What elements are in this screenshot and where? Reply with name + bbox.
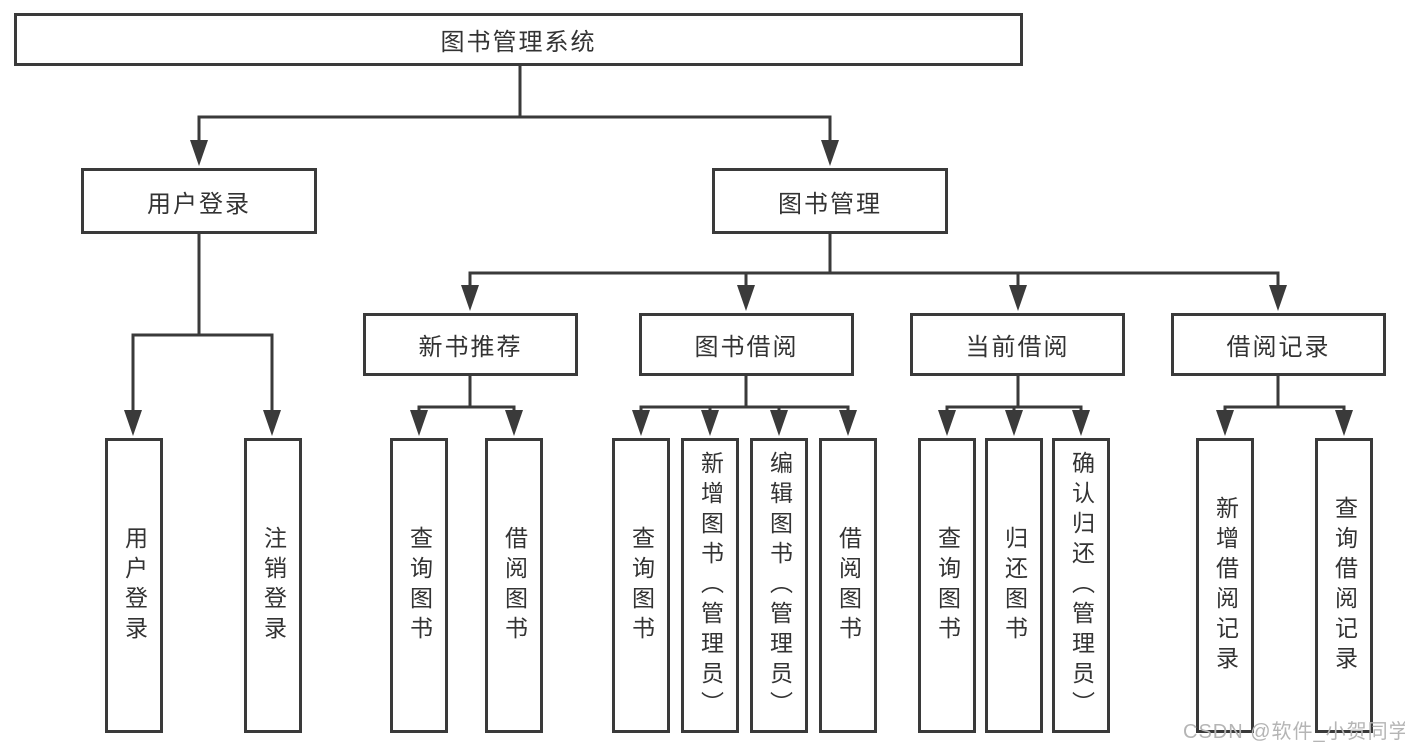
leaf-borrow-edit-book: 编辑图书（管理员） bbox=[750, 438, 808, 733]
connector-records-to-leaves bbox=[1216, 374, 1353, 436]
leaf-borrow-add-book-label: 新增图书（管理员） bbox=[697, 450, 724, 721]
leaf-recommend-borrow-book-label: 借阅图书 bbox=[501, 525, 528, 646]
node-book-management: 图书管理 bbox=[712, 168, 948, 234]
leaf-user-login-label: 用户登录 bbox=[121, 525, 148, 646]
node-user-login-label: 用户登录 bbox=[147, 190, 251, 218]
connector-current-to-leaves bbox=[938, 374, 1090, 436]
leaf-recommend-query-book: 查询图书 bbox=[390, 438, 448, 733]
node-user-login: 用户登录 bbox=[81, 168, 317, 234]
leaf-logout-label: 注销登录 bbox=[260, 525, 287, 646]
node-current-borrow-label: 当前借阅 bbox=[965, 334, 1070, 361]
leaf-borrow-add-book: 新增图书（管理员） bbox=[681, 438, 739, 733]
node-root: 图书管理系统 bbox=[14, 13, 1023, 66]
connector-borrow-to-leaves bbox=[632, 374, 857, 436]
leaf-recommend-query-book-label: 查询图书 bbox=[406, 525, 433, 646]
leaf-current-return-book-label: 归还图书 bbox=[1001, 525, 1028, 646]
connector-user-login-to-leaves bbox=[124, 232, 281, 436]
leaf-borrow-edit-book-label: 编辑图书（管理员） bbox=[766, 450, 793, 721]
node-book-management-label: 图书管理 bbox=[778, 190, 882, 218]
node-current-borrow: 当前借阅 bbox=[910, 313, 1125, 376]
node-borrow-records: 借阅记录 bbox=[1171, 313, 1386, 376]
leaf-user-login: 用户登录 bbox=[105, 438, 163, 733]
node-borrow-records-label: 借阅记录 bbox=[1226, 334, 1331, 361]
node-new-book-recommend: 新书推荐 bbox=[363, 313, 578, 376]
leaf-current-return-book: 归还图书 bbox=[985, 438, 1043, 733]
leaf-records-add-record: 新增借阅记录 bbox=[1196, 438, 1254, 733]
leaf-borrow-query-book: 查询图书 bbox=[612, 438, 670, 733]
leaf-current-query-book: 查询图书 bbox=[918, 438, 976, 733]
leaf-recommend-borrow-book: 借阅图书 bbox=[485, 438, 543, 733]
node-root-label: 图书管理系统 bbox=[440, 29, 597, 56]
leaf-current-confirm-return-label: 确认归还（管理员） bbox=[1068, 450, 1095, 721]
leaf-records-add-record-label: 新增借阅记录 bbox=[1212, 495, 1239, 676]
leaf-borrow-borrow-book: 借阅图书 bbox=[819, 438, 877, 733]
node-book-borrow: 图书借阅 bbox=[639, 313, 854, 376]
node-book-borrow-label: 图书借阅 bbox=[694, 334, 799, 361]
leaf-records-query-record-label: 查询借阅记录 bbox=[1331, 495, 1358, 676]
node-new-book-recommend-label: 新书推荐 bbox=[418, 334, 523, 361]
leaf-borrow-query-book-label: 查询图书 bbox=[628, 525, 655, 646]
leaf-current-confirm-return: 确认归还（管理员） bbox=[1052, 438, 1110, 733]
leaf-current-query-book-label: 查询图书 bbox=[934, 525, 961, 646]
leaf-logout: 注销登录 bbox=[244, 438, 302, 733]
connector-book-management-to-level3 bbox=[461, 232, 1287, 311]
watermark-text: CSDN @软件_小贺同学 bbox=[1183, 721, 1405, 743]
connector-recommend-to-leaves bbox=[410, 374, 523, 436]
connector-root-to-level2 bbox=[190, 64, 839, 166]
leaf-records-query-record: 查询借阅记录 bbox=[1315, 438, 1373, 733]
leaf-borrow-borrow-book-label: 借阅图书 bbox=[835, 525, 862, 646]
